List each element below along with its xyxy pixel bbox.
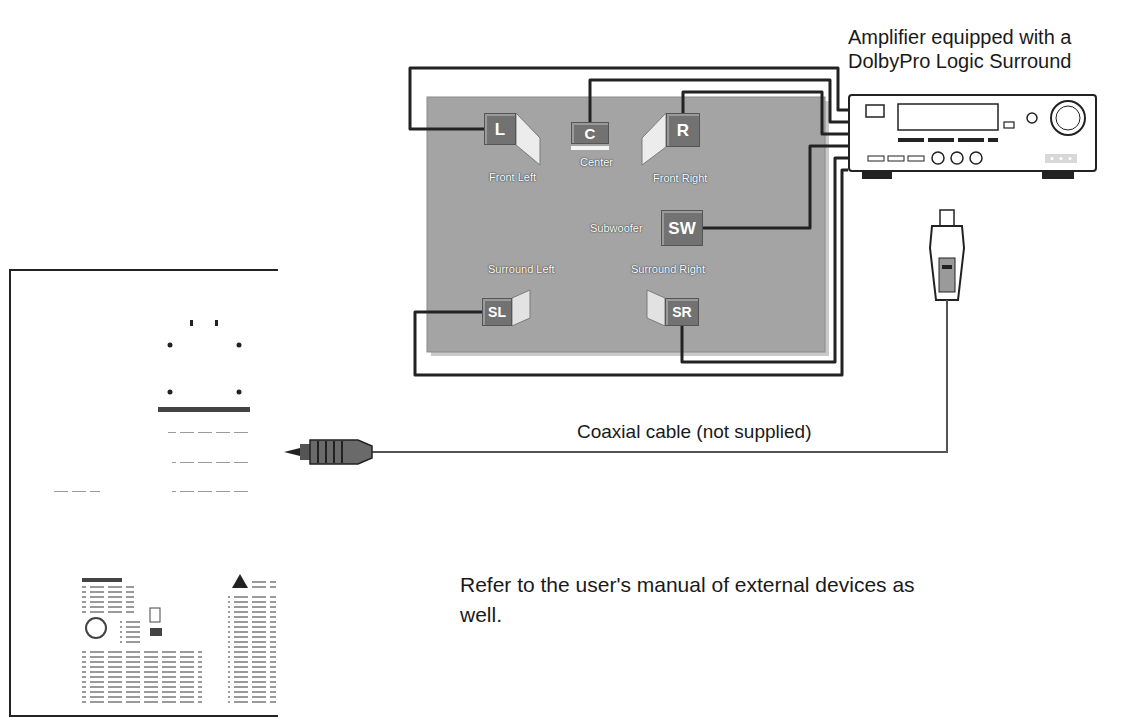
speaker-label: Surround Left <box>488 263 555 276</box>
speaker-label: Surround Right <box>631 263 705 276</box>
speaker-wire-line <box>590 80 848 122</box>
speaker-letter: SW <box>668 220 695 237</box>
amplifier-heading: Amplifier equipped with a DolbyPro Logic… <box>848 25 1133 73</box>
amplifier: Amplifier equipped with a DolbyPro Logic… <box>848 93 1097 180</box>
speaker-wire <box>415 170 848 375</box>
speaker-wire <box>703 146 848 228</box>
speaker-label: Subwoofer <box>590 222 643 235</box>
cable-label: Coaxial cable (not supplied) <box>577 421 811 443</box>
speaker-wire <box>590 80 848 122</box>
speaker-box: SWSubwoofer <box>661 210 703 246</box>
speaker-wire-line <box>703 146 848 228</box>
jack-plug <box>284 440 372 464</box>
speaker-bar <box>571 146 609 150</box>
amplifier-figure <box>849 95 1096 179</box>
speaker-box: RFront Right <box>666 113 700 147</box>
speaker-cone <box>642 113 666 165</box>
coaxial-plug <box>930 210 964 300</box>
speaker-letter: L <box>495 121 505 138</box>
speaker-cone <box>516 113 540 165</box>
speaker-wire <box>683 92 848 134</box>
speaker-wire-line <box>410 68 848 129</box>
speaker-box: LFront Left <box>484 113 516 145</box>
speaker-cone <box>647 290 665 326</box>
speaker-letter: C <box>585 126 596 141</box>
speaker-letter: SL <box>488 305 506 319</box>
speaker-box: SRSurround Right <box>665 298 699 326</box>
device-back-panel <box>10 270 278 716</box>
speaker-letter: SR <box>672 305 691 319</box>
speaker-panel <box>427 97 825 352</box>
speaker-label: Front Left <box>489 171 536 184</box>
speaker-wire <box>682 158 848 362</box>
speaker-letter: R <box>677 122 689 139</box>
note-text: Refer to the user's manual of external d… <box>460 570 950 631</box>
speaker-box: CCenter <box>571 122 609 144</box>
speaker-wire-line <box>682 158 848 362</box>
speaker-label: Center <box>580 156 613 169</box>
speaker-cone <box>512 290 530 326</box>
speaker-label: Front Right <box>653 172 707 185</box>
speaker-wire-line <box>415 170 848 375</box>
speaker-box: SLSurround Left <box>482 298 512 326</box>
speaker-wire-line <box>683 92 848 134</box>
speaker-wire <box>410 68 848 129</box>
